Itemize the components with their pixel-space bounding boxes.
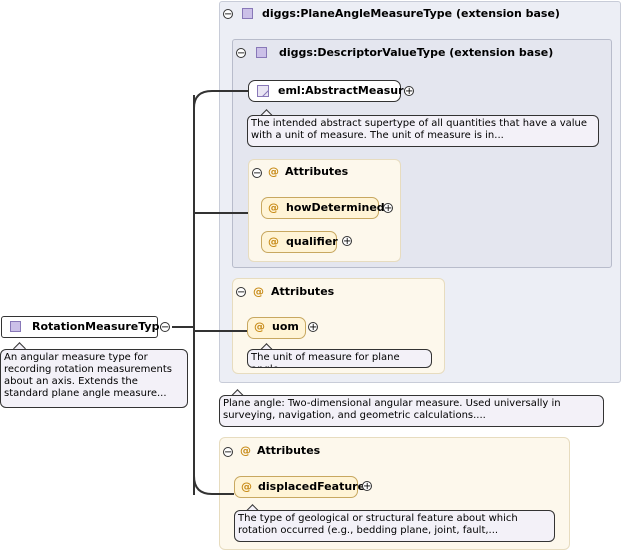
abstract-slash-icon [262,90,268,96]
attribute-icon: @ [268,165,279,178]
root-type-label: RotationMeasureType [32,320,167,333]
attribute-icon: @ [241,480,252,493]
attribute-qualifier-label: qualifier [286,235,338,248]
abstract-measure-expand-icon[interactable]: + [404,86,414,97]
attribute-icon: @ [254,320,265,333]
attribute-icon: @ [240,444,251,457]
attribute-displacedfeature[interactable] [234,476,358,498]
connector-curves [193,90,248,495]
descriptor-attributes-collapse-icon[interactable]: − [252,168,262,179]
root-collapse-icon[interactable]: − [160,322,170,333]
abstract-measure-node[interactable] [248,80,401,102]
rotation-attributes-collapse-icon[interactable]: − [223,447,233,458]
connector-line [194,212,248,214]
qualifier-expand-icon[interactable]: + [342,236,352,247]
plane-angle-collapse-icon[interactable]: − [223,9,233,20]
attribute-howdetermined[interactable] [261,197,379,219]
attribute-uom[interactable] [247,317,306,339]
attribute-uom-label: uom [272,320,299,333]
descriptor-attributes-title: Attributes [285,165,349,178]
plane-angle-title: diggs:PlaneAngleMeasureType (extension b… [262,7,560,20]
descriptor-title: diggs:DescriptorValueType (extension bas… [279,46,554,59]
complex-type-icon [242,8,253,19]
displacedfeature-expand-icon[interactable]: + [362,481,372,492]
descriptor-collapse-icon[interactable]: − [236,48,246,59]
rotation-attributes-title: Attributes [257,444,321,457]
plane-angle-attributes-collapse-icon[interactable]: − [236,287,246,298]
complex-type-icon [10,321,21,332]
connector-line [172,326,194,328]
connector-line [193,95,195,495]
uom-expand-icon[interactable]: + [308,322,318,333]
displacedfeature-doc: The type of geological or structural fea… [234,510,555,542]
complex-type-icon [256,47,267,58]
plane-angle-doc: Plane angle: Two-dimensional angular mea… [219,395,604,427]
abstract-measure-label: eml:AbstractMeasure [278,84,412,97]
abstract-element-icon [257,85,269,97]
attribute-qualifier[interactable] [261,231,337,253]
attribute-displacedfeature-label: displacedFeature [258,480,366,493]
root-type-node[interactable] [1,316,158,338]
connector-line [194,330,247,332]
howdetermined-expand-icon[interactable]: + [383,203,393,214]
abstract-measure-doc: The intended abstract supertype of all q… [247,115,599,147]
root-doc: An angular measure type for recording ro… [0,349,188,408]
uom-doc: The unit of measure for plane angle. [247,349,432,368]
attribute-icon: @ [268,235,279,248]
attribute-icon: @ [268,201,279,214]
attribute-howdetermined-label: howDetermined [286,201,385,214]
attribute-icon: @ [253,285,264,298]
plane-angle-attributes-title: Attributes [271,285,335,298]
